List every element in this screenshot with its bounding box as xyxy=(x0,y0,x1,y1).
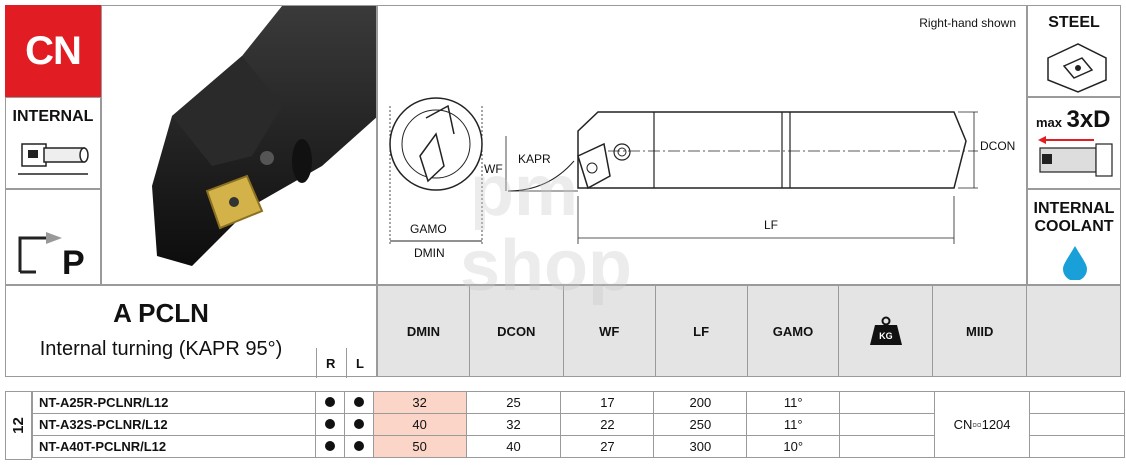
gamo-dim-label: GAMO xyxy=(410,222,447,236)
left-hand-available-dot xyxy=(353,419,364,429)
kapr-dim-label: KAPR xyxy=(518,152,551,166)
row-extra xyxy=(1029,413,1125,436)
internal-turning-icon xyxy=(18,143,89,175)
column-header-row: DMIN DCON WF LF GAMO KG MIID xyxy=(377,285,1121,377)
product-subtitle: Internal turning (KAPR 95°) xyxy=(39,338,283,360)
row-weight xyxy=(839,435,936,458)
row-code: NT-A25R-PCLNR/L12 xyxy=(32,391,316,414)
boring-bar-image xyxy=(152,6,376,266)
technical-drawing: Right-hand shown GAMO DMIN WF K xyxy=(377,5,1027,285)
max-prefix: max xyxy=(1036,115,1063,130)
table-row: NT-A25R-PCLNR/L12 32 25 17 200 11° CN▫▫1… xyxy=(32,391,1125,458)
row-lf: 200 xyxy=(653,391,748,414)
col-miid: MIID xyxy=(932,286,1027,376)
weight-icon-label: KG xyxy=(879,331,893,341)
l-label: L xyxy=(356,356,364,371)
right-hand-available-dot xyxy=(324,419,335,429)
col-gamo: GAMO xyxy=(746,286,839,376)
row-gamo: 10° xyxy=(746,435,841,458)
row-lf: 250 xyxy=(653,413,748,436)
table-row: NT-A32S-PCLNR/L12 40 32 22 250 11° xyxy=(32,413,1125,436)
approach-angle-icon xyxy=(18,232,62,274)
coolant-line2: COOLANT xyxy=(1034,218,1114,235)
row-extra xyxy=(1029,391,1125,414)
depth-arrow-icon xyxy=(1038,136,1113,177)
max-depth-box: max 3xD xyxy=(1027,97,1121,189)
col-lf: LF xyxy=(654,286,747,376)
table-row: NT-A40T-PCLNR/L12 50 40 27 300 10° xyxy=(32,435,1125,458)
weight-icon xyxy=(869,316,902,345)
row-wf: 22 xyxy=(560,413,655,436)
right-hand-available-dot xyxy=(324,397,335,407)
r-label: R xyxy=(326,356,336,371)
product-title: A PCLN xyxy=(113,298,209,328)
coolant-box: INTERNAL COOLANT xyxy=(1027,189,1121,285)
group-size-label: 12 xyxy=(5,391,32,460)
row-wf: 27 xyxy=(560,435,655,458)
internal-icon-box: INTERNAL xyxy=(5,97,101,189)
row-code: NT-A40T-PCLNR/L12 xyxy=(32,435,316,458)
product-header: A PCLN Internal turning (KAPR 95°) R L xyxy=(5,285,377,378)
right-hand-note: Right-hand shown xyxy=(919,16,1016,30)
tool-photo xyxy=(101,5,377,285)
row-gamo: 11° xyxy=(746,413,841,436)
row-lf: 300 xyxy=(653,435,748,458)
lf-dim-label: LF xyxy=(764,218,779,232)
wf-dim-label: WF xyxy=(484,162,503,176)
row-code: NT-A32S-PCLNR/L12 xyxy=(32,413,316,436)
dcon-dim-label: DCON xyxy=(980,139,1016,153)
steel-label: STEEL xyxy=(1048,14,1100,31)
product-table: NT-A25R-PCLNR/L12 32 25 17 200 11° CN▫▫1… xyxy=(32,391,1125,458)
row-dmin: 50 xyxy=(372,435,467,458)
row-dcon: 32 xyxy=(465,413,562,436)
row-gamo: 11° xyxy=(746,391,841,414)
left-hand-available-dot xyxy=(353,397,364,407)
steel-box: STEEL xyxy=(1027,5,1121,97)
coolant-line1: INTERNAL xyxy=(1033,200,1115,217)
p-material-box: P xyxy=(5,189,101,285)
row-weight xyxy=(839,391,936,414)
row-extra xyxy=(1029,435,1125,458)
internal-label: INTERNAL xyxy=(12,108,94,125)
col-extra xyxy=(1026,286,1120,376)
dmin-dim-label: DMIN xyxy=(414,246,445,260)
col-dcon: DCON xyxy=(468,286,563,376)
row-miid: CN▫▫1204 xyxy=(934,391,1031,458)
cn-badge: CN xyxy=(5,5,101,97)
right-hand-available-dot xyxy=(324,441,335,451)
row-weight xyxy=(839,413,936,436)
row-dmin: 32 xyxy=(372,391,467,414)
left-hand-available-dot xyxy=(353,441,364,451)
steel-holder-icon xyxy=(1047,43,1107,93)
row-dcon: 40 xyxy=(465,435,562,458)
coolant-drop-icon xyxy=(1063,246,1087,280)
col-dmin: DMIN xyxy=(377,286,469,376)
row-dmin: 40 xyxy=(372,413,467,436)
max-depth-value: 3xD xyxy=(1066,106,1111,133)
row-wf: 17 xyxy=(560,391,655,414)
col-wf: WF xyxy=(562,286,655,376)
col-weight: KG xyxy=(838,286,933,376)
material-p-label: P xyxy=(62,244,85,282)
row-dcon: 25 xyxy=(465,391,562,414)
tool-drawing xyxy=(389,97,978,246)
